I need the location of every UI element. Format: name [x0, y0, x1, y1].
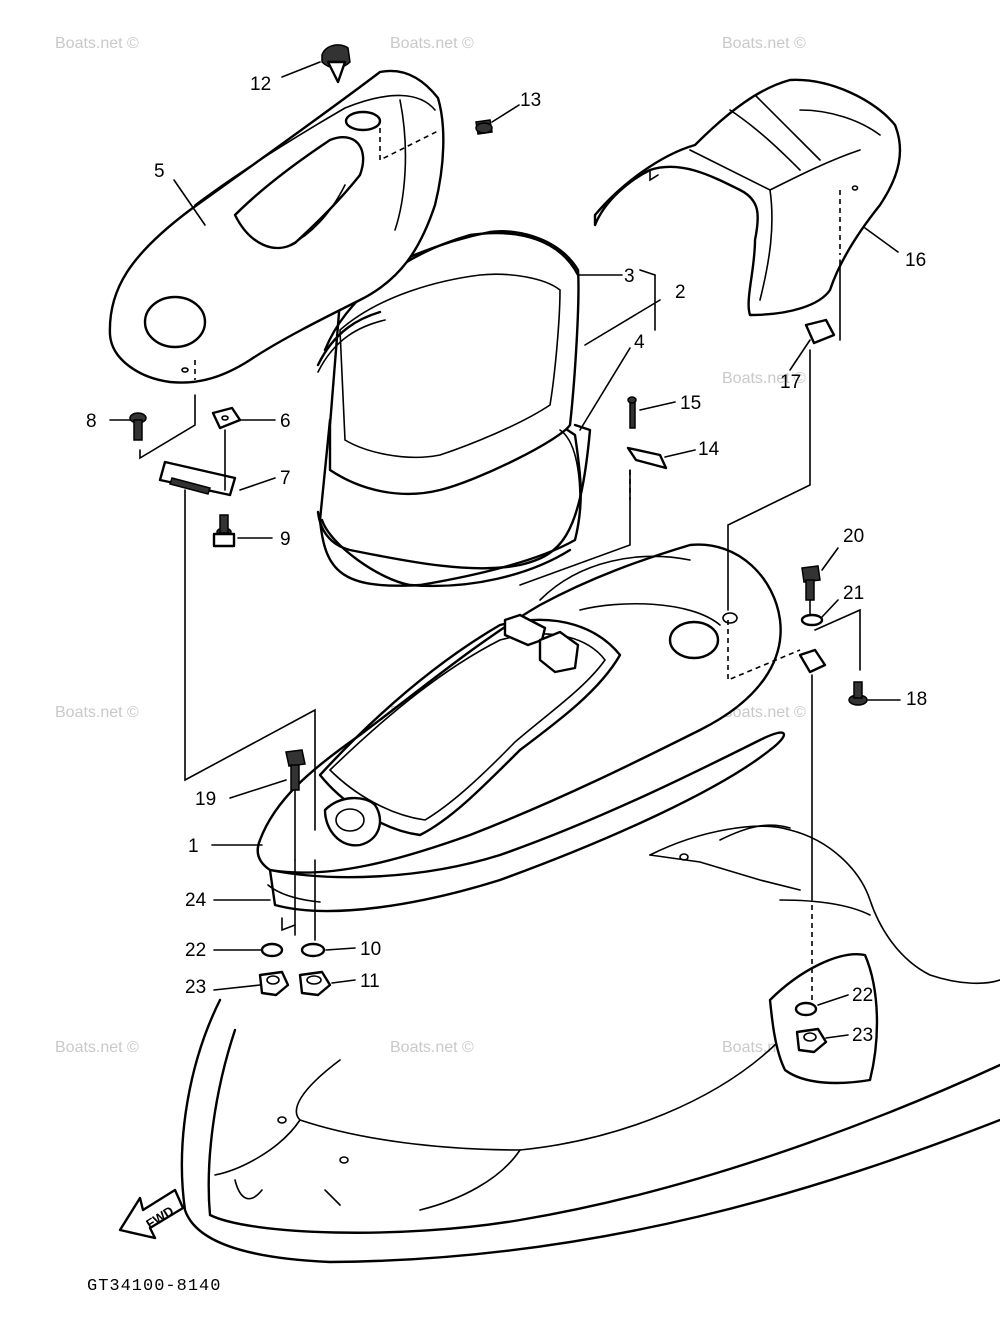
callout-4: 4: [634, 332, 645, 353]
callout-22: 22: [852, 985, 873, 1006]
watermark: Boats.net ©: [390, 1039, 474, 1056]
callout-15: 15: [680, 393, 701, 414]
watermark: Boats.net ©: [390, 35, 474, 52]
callout-11: 11: [360, 971, 380, 992]
callout-6: 6: [280, 411, 291, 432]
watermark: Boats.net ©: [55, 1039, 139, 1056]
callout-numbers: 12 13 5 3 2 4 16 17 8 6 7 9 15 14 20 21 …: [86, 74, 927, 1046]
watermark: Boats.net ©: [722, 35, 806, 52]
callout-23: 23: [185, 977, 206, 998]
assembly-lines: [139, 128, 861, 1000]
callout-2: 2: [675, 282, 686, 303]
callout-leaders: [109, 61, 901, 1039]
callout-24: 24: [185, 890, 207, 911]
callout-5: 5: [154, 161, 165, 182]
callout-19: 19: [195, 789, 216, 810]
callout-22: 22: [185, 940, 206, 961]
callout-1: 1: [188, 836, 199, 857]
callout-14: 14: [698, 439, 720, 460]
forward-direction-arrow: FWD: [118, 1188, 185, 1240]
deck-top-cover: [256, 543, 786, 913]
callout-21: 21: [843, 583, 864, 604]
hardware: [129, 44, 868, 1054]
rear-seat-cover: [593, 78, 902, 317]
watermark: Boats.net ©: [722, 370, 806, 387]
watermark: Boats.net ©: [55, 704, 139, 721]
callout-8: 8: [86, 411, 97, 432]
callout-10: 10: [360, 939, 381, 960]
callout-23: 23: [852, 1025, 873, 1046]
callout-13: 13: [520, 90, 541, 111]
callout-18: 18: [906, 689, 927, 710]
callout-12: 12: [250, 74, 271, 95]
drawing-code: GT34100-8140: [87, 1277, 221, 1296]
watermark: Boats.net ©: [722, 704, 806, 721]
hull-outline: [180, 824, 1000, 1264]
watermark: Boats.net ©: [55, 35, 139, 52]
callout-9: 9: [280, 529, 291, 550]
callout-7: 7: [280, 468, 291, 489]
storage-bin-assembly: [316, 230, 592, 588]
front-hatch-cover: [108, 69, 445, 384]
callout-3: 3: [624, 266, 635, 287]
callout-16: 16: [905, 250, 926, 271]
callout-20: 20: [843, 526, 864, 547]
callout-17: 17: [780, 372, 801, 393]
